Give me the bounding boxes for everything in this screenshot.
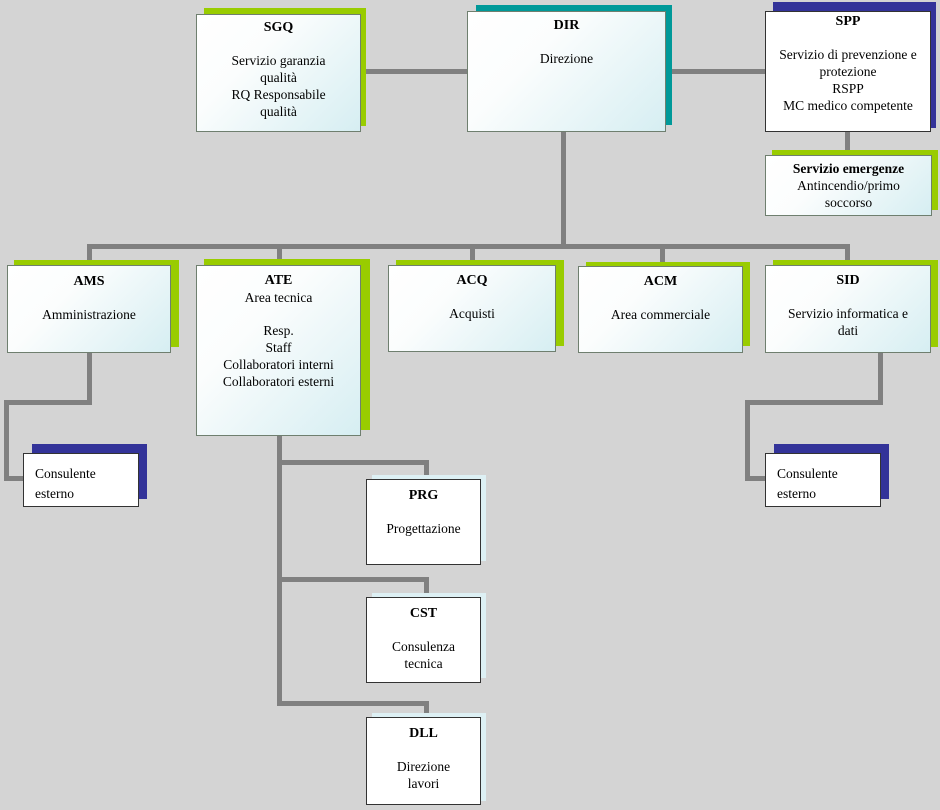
consulente-sid-line-2: esterno bbox=[777, 486, 816, 501]
prg-box: PRG Progettazione bbox=[366, 479, 481, 565]
emergenze-code: Servizio emergenze bbox=[792, 161, 905, 176]
sgq-code: SGQ bbox=[263, 20, 294, 35]
acm-line-1: Area commerciale bbox=[610, 307, 711, 322]
spp-code: SPP bbox=[835, 14, 861, 29]
emergenze-box: Servizio emergenze Antincendio/primo soc… bbox=[765, 155, 932, 216]
connector-sid-down bbox=[878, 350, 883, 403]
cst-line-1: Consulenza bbox=[392, 639, 455, 654]
ate-code: ATE bbox=[264, 273, 293, 288]
dll-line-1: Direzione bbox=[396, 759, 451, 774]
connector-drop-acm bbox=[660, 244, 665, 264]
spp-line-2: protezione bbox=[819, 64, 877, 79]
dll-line-2: lavori bbox=[407, 776, 440, 791]
cst-line-2: tecnica bbox=[404, 656, 443, 671]
connector-ate-trunk bbox=[277, 434, 282, 706]
acq-box: ACQ Acquisti bbox=[388, 265, 556, 352]
ate-line-4: Collaboratori interni bbox=[223, 357, 334, 372]
sgq-line-4: qualità bbox=[260, 104, 297, 119]
dir-box: DIR Direzione bbox=[467, 11, 666, 132]
consulente-sid-box: Consulente esterno bbox=[765, 453, 881, 507]
spp-box: SPP Servizio di prevenzione e protezione… bbox=[765, 11, 931, 132]
connector-ams-consulente bbox=[4, 476, 26, 481]
connector-drop-acq bbox=[470, 244, 475, 264]
dll-code: DLL bbox=[409, 726, 438, 741]
connector-spp-emergenze bbox=[845, 130, 850, 154]
emergenze-line-1: Antincendio/primo bbox=[797, 178, 900, 193]
connector-horizontal-bus bbox=[87, 244, 850, 249]
consulente-sid-line-1: Consulente bbox=[777, 466, 838, 481]
sgq-line-3: RQ Responsabile bbox=[231, 87, 326, 102]
prg-code: PRG bbox=[408, 488, 439, 503]
connector-sid-consulente bbox=[745, 476, 767, 481]
connector-ate-dll bbox=[277, 701, 429, 706]
connector-dll-tick bbox=[424, 701, 429, 718]
connector-drop-ate bbox=[277, 244, 282, 264]
sgq-line-2: qualità bbox=[260, 70, 297, 85]
connector-drop-ams bbox=[87, 244, 92, 264]
consulente-ams-box: Consulente esterno bbox=[23, 453, 139, 507]
connector-ate-prg bbox=[277, 460, 429, 465]
connector-ams-left bbox=[4, 400, 92, 405]
consulente-ams-line-2: esterno bbox=[35, 486, 74, 501]
prg-line-1: Progettazione bbox=[386, 521, 461, 536]
sid-line-1: Servizio informatica e bbox=[788, 306, 908, 321]
acm-box: ACM Area commerciale bbox=[578, 266, 743, 353]
cst-box: CST Consulenza tecnica bbox=[366, 597, 481, 683]
connector-drop-sid bbox=[845, 244, 850, 264]
connector-dir-trunk bbox=[561, 130, 566, 248]
sid-line-2: dati bbox=[837, 323, 859, 338]
sid-box: SID Servizio informatica e dati bbox=[765, 265, 931, 353]
ate-line-3: Staff bbox=[265, 340, 292, 355]
sid-code: SID bbox=[836, 273, 860, 288]
connector-sid-vertical bbox=[745, 400, 750, 480]
consulente-ams-line-1: Consulente bbox=[35, 466, 96, 481]
sgq-line-1: Servizio garanzia bbox=[231, 53, 326, 68]
spp-line-1: Servizio di prevenzione e bbox=[779, 47, 917, 62]
cst-code: CST bbox=[409, 606, 438, 621]
ate-box: ATE Area tecnica Resp. Staff Collaborato… bbox=[196, 265, 361, 436]
ate-line-1: Area tecnica bbox=[244, 290, 313, 305]
connector-sgq-dir bbox=[360, 69, 470, 74]
ate-line-5: Collaboratori esterni bbox=[222, 374, 335, 389]
acm-code: ACM bbox=[643, 274, 678, 289]
connector-ams-vertical bbox=[4, 400, 9, 480]
ate-line-2: Resp. bbox=[263, 323, 294, 338]
connector-cst-tick bbox=[424, 577, 429, 597]
acq-code: ACQ bbox=[456, 273, 488, 288]
dir-line-1: Direzione bbox=[539, 51, 594, 66]
acq-line-1: Acquisti bbox=[449, 306, 495, 321]
ams-line-1: Amministrazione bbox=[42, 307, 136, 322]
connector-ate-cst bbox=[277, 577, 429, 582]
ams-box: AMS Amministrazione bbox=[7, 265, 171, 353]
emergenze-line-2: soccorso bbox=[824, 195, 873, 210]
spp-line-4: MC medico competente bbox=[783, 98, 913, 113]
ams-code: AMS bbox=[73, 274, 105, 289]
connector-ams-down bbox=[87, 350, 92, 403]
sgq-box: SGQ Servizio garanzia qualità RQ Respons… bbox=[196, 14, 361, 132]
spp-line-3: RSPP bbox=[832, 81, 864, 96]
connector-prg-tick bbox=[424, 460, 429, 480]
dir-code: DIR bbox=[553, 18, 580, 33]
connector-sid-left bbox=[745, 400, 883, 405]
connector-dir-spp bbox=[668, 69, 768, 74]
dll-box: DLL Direzione lavori bbox=[366, 717, 481, 805]
